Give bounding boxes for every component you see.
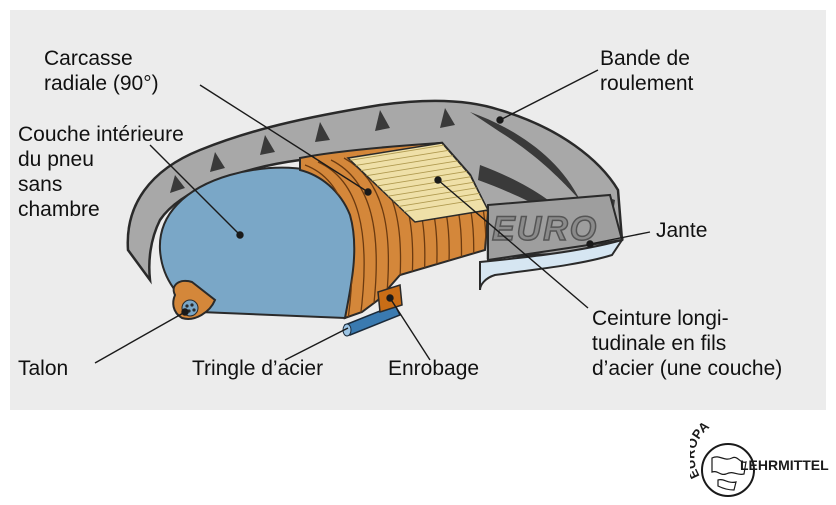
sidewall-text: EURO xyxy=(492,210,598,248)
rim xyxy=(479,238,625,291)
logo-text: LEHRMITTEL xyxy=(740,457,829,473)
label-talon: Talon xyxy=(18,357,69,380)
label-enrobage: Enrobage xyxy=(388,357,480,380)
label-tringle: Tringle d’acier xyxy=(192,357,324,380)
label-bande: Bande de roulement xyxy=(600,47,694,95)
label-carcasse: Carcasse radiale (90°) xyxy=(44,47,159,95)
leader-lines xyxy=(94,69,651,364)
label-jante: Jante xyxy=(656,219,708,242)
europa-lehrmittel-logo: EUROPA LEHRMITTEL xyxy=(690,418,829,497)
steel-bead-wire xyxy=(342,304,402,337)
label-couche-interieure: Couche intérieure du pneu sans chambre xyxy=(18,123,184,221)
label-ceinture: Ceinture longi- tudinale en fils d’acier… xyxy=(592,307,783,380)
